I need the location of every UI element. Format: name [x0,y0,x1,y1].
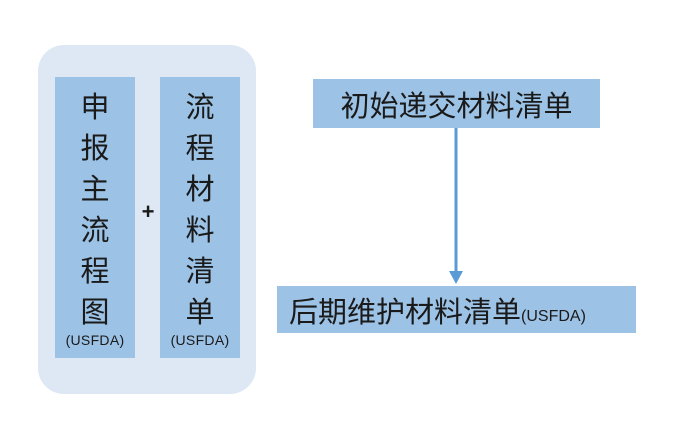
arrow-head [449,271,463,284]
label-char: 清 [185,254,215,288]
material-list-box-subtitle: (USFDA) [170,332,230,348]
label-char: 主 [80,172,110,206]
label-char: 图 [80,295,110,329]
maintenance-suffix: (USFDA) [521,307,586,325]
initial-submission-label: 初始递交材料清单 [340,88,573,123]
maintenance-label: 后期维护材料清单 [289,294,522,329]
flowchart-box-subtitle: (USFDA) [65,332,125,348]
label-char: 单 [185,295,215,329]
label-char: 材 [185,172,215,206]
label-char: 流 [185,90,215,124]
material-list-box-label: 流 程 材 料 清 单 [185,87,214,333]
label-char: 申 [80,90,110,124]
material-list-box: 流 程 材 料 清 单 (USFDA) [160,77,240,358]
label-char: 报 [80,131,110,165]
label-char: 料 [185,213,215,247]
maintenance-box: 后期维护材料清单 (USFDA) [277,286,636,333]
label-char: 程 [185,131,215,165]
flowchart-box-label: 申 报 主 流 程 图 [80,87,109,333]
plus-sign: + [141,199,155,224]
label-char: 程 [80,254,110,288]
initial-submission-box: 初始递交材料清单 [313,79,600,128]
flowchart-box: 申 报 主 流 程 图 (USFDA) [55,77,135,358]
label-char: 流 [80,213,110,247]
